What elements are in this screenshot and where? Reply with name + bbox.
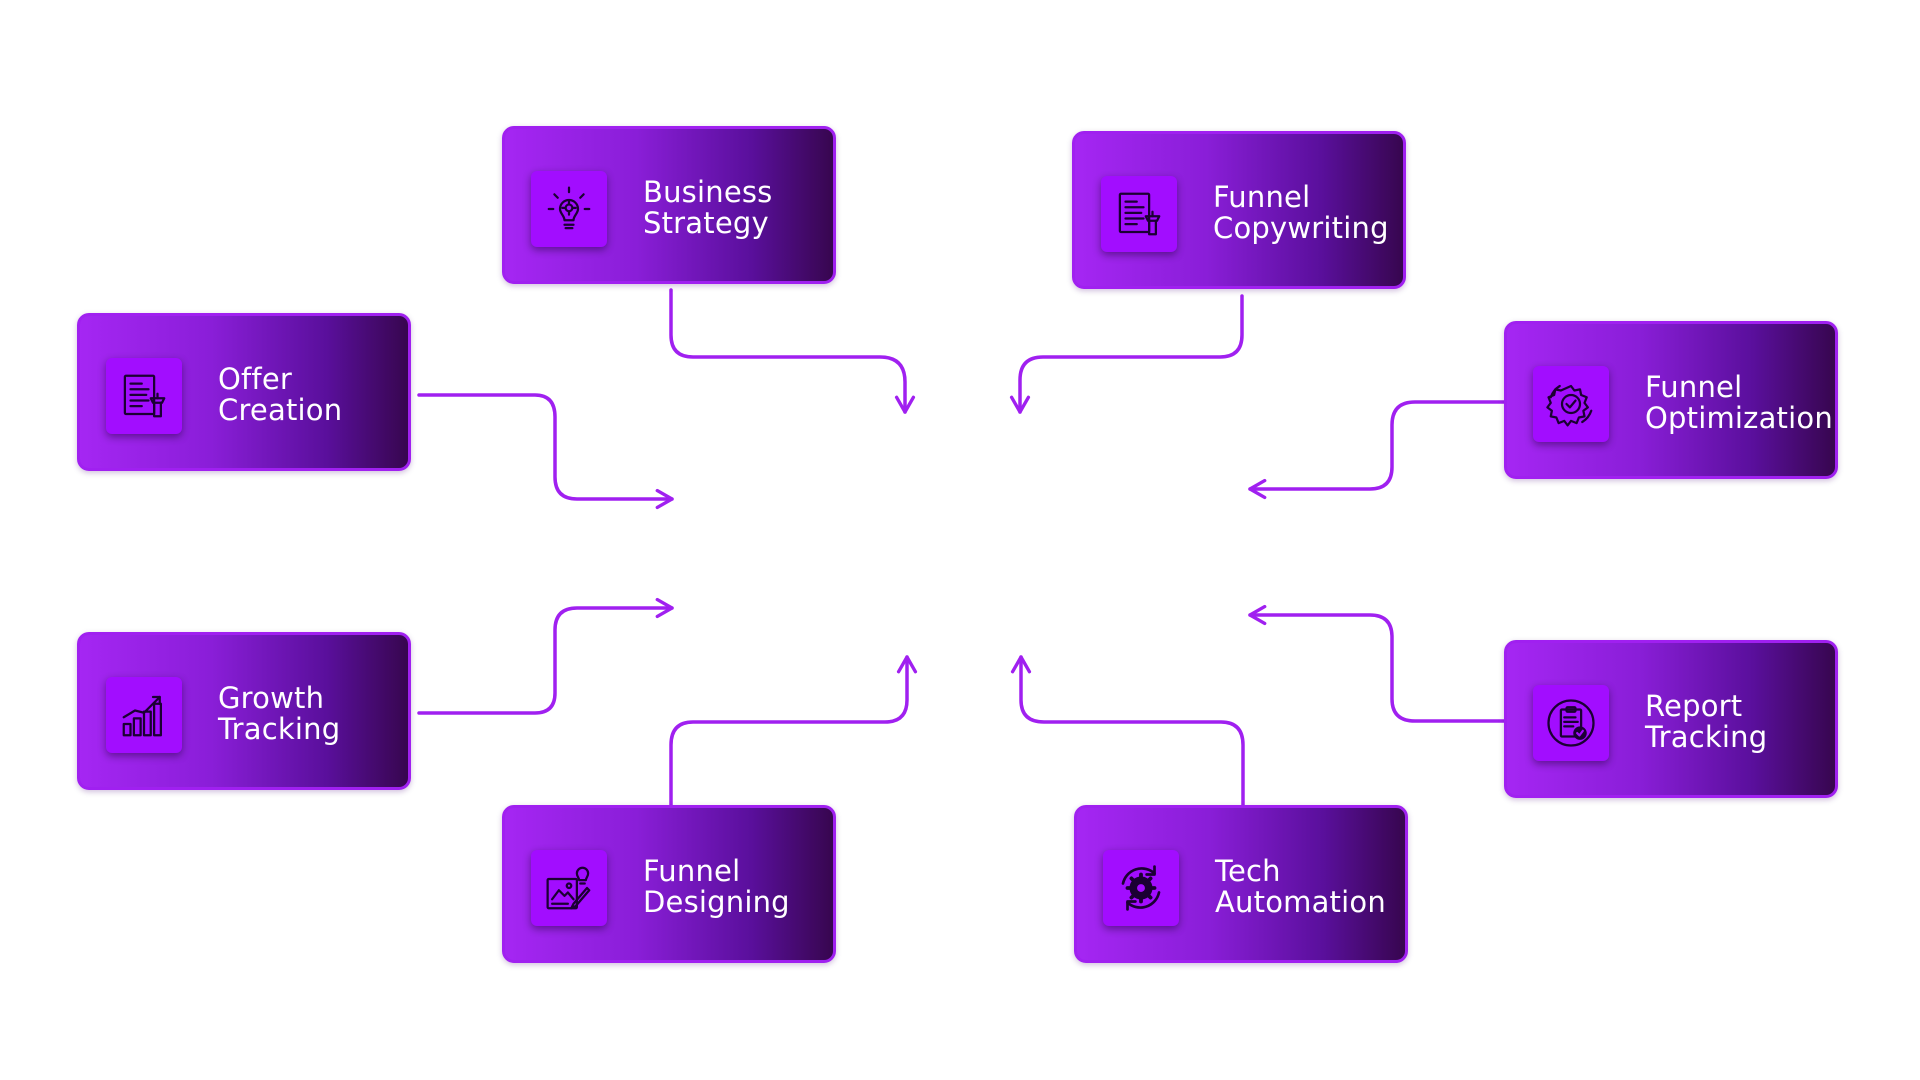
node-label: Business Strategy — [643, 175, 773, 240]
node-label: Report Tracking — [1645, 689, 1768, 754]
document-pen-icon — [1101, 176, 1177, 252]
gear-check-icon — [1533, 366, 1609, 442]
connector-funnel-copywriting — [1009, 294, 1244, 414]
connector-tech-automation — [1010, 655, 1245, 808]
node-label: Funnel Copywriting — [1213, 180, 1389, 245]
document-pen-icon — [106, 358, 182, 434]
connector-business-strategy — [669, 288, 916, 414]
node-funnel-designing: Funnel Designing — [502, 805, 836, 963]
node-label: Funnel Designing — [643, 854, 790, 919]
node-growth-tracking: Growth Tracking — [77, 632, 411, 790]
node-label: Offer Creation — [218, 362, 343, 427]
node-business-strategy: Business Strategy — [502, 126, 836, 284]
growth-chart-icon — [106, 677, 182, 753]
connector-growth-tracking — [417, 597, 674, 715]
lightbulb-gear-icon — [531, 171, 607, 247]
node-funnel-copywriting: Funnel Copywriting — [1072, 131, 1406, 289]
node-label: Funnel Optimization — [1645, 370, 1833, 435]
node-funnel-optimization: Funnel Optimization — [1504, 321, 1838, 479]
node-tech-automation: Tech Automation — [1074, 805, 1408, 963]
node-report-tracking: Report Tracking — [1504, 640, 1838, 798]
connector-report-tracking — [1248, 604, 1519, 723]
gear-cycle-icon — [1103, 850, 1179, 926]
connector-funnel-optimization — [1248, 400, 1508, 500]
clipboard-check-icon — [1533, 685, 1609, 761]
node-label: Growth Tracking — [218, 681, 341, 746]
node-offer-creation: Offer Creation — [77, 313, 411, 471]
node-label: Tech Automation — [1215, 854, 1386, 919]
connector-offer-creation — [417, 393, 674, 510]
design-board-icon — [531, 850, 607, 926]
connector-funnel-designing — [669, 655, 918, 808]
